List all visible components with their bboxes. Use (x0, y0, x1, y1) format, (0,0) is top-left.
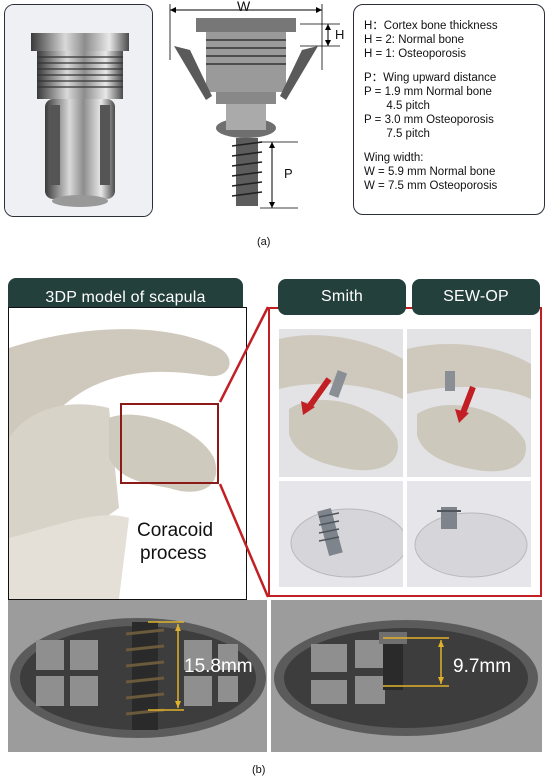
coracoid-label-line2: process (140, 543, 207, 564)
caption-b: (b) (252, 764, 266, 776)
coracoid-highlight-box (120, 403, 219, 484)
sewop-section-view (407, 481, 531, 587)
comparison-frame (268, 307, 542, 597)
label-h: H (335, 27, 345, 42)
specification-box: H：Cortex bone thickness H = 2: Normal bo… (353, 4, 545, 215)
spec-line: W = 7.5 mm Osteoporosis (364, 180, 498, 192)
smith-measurement: 15.8mm (184, 656, 253, 677)
spec-line: Wing width: (364, 152, 424, 164)
scapula-model: Coracoid process (8, 307, 247, 600)
scapula-image (9, 308, 246, 599)
smith-top-view (279, 329, 403, 477)
screw-schematic (169, 4, 340, 209)
spec-line: H：Cortex bone thickness (364, 20, 498, 32)
screw-photo-image (5, 5, 152, 216)
sewop-measurement: 9.7mm (453, 656, 512, 677)
sewop-title: SEW-OP (412, 279, 540, 315)
smith-section-view (279, 481, 403, 587)
spec-line: 7.5 pitch (364, 128, 430, 140)
smith-title: Smith (278, 279, 406, 315)
spec-line: P = 1.9 mm Normal bone (364, 86, 492, 98)
sewop-top-view (407, 329, 531, 477)
spec-line: P：Wing upward distance (364, 72, 497, 84)
sewop-bone-photo: 9.7mm (271, 600, 542, 752)
spec-line: H = 1: Osteoporosis (364, 48, 466, 60)
label-w: W (237, 0, 251, 14)
spec-line: P = 3.0 mm Osteoporosis (364, 114, 494, 126)
spec-line: W = 5.9 mm Normal bone (364, 166, 496, 178)
spec-line: H = 2: Normal bone (364, 34, 465, 46)
smith-bone-photo: 15.8mm (8, 600, 267, 752)
spec-line: 4.5 pitch (364, 100, 430, 112)
coracoid-label-line1: Coracoid (137, 520, 214, 541)
caption-a: (a) (257, 236, 271, 248)
screw-photo (4, 4, 153, 217)
label-p: P (284, 166, 293, 181)
